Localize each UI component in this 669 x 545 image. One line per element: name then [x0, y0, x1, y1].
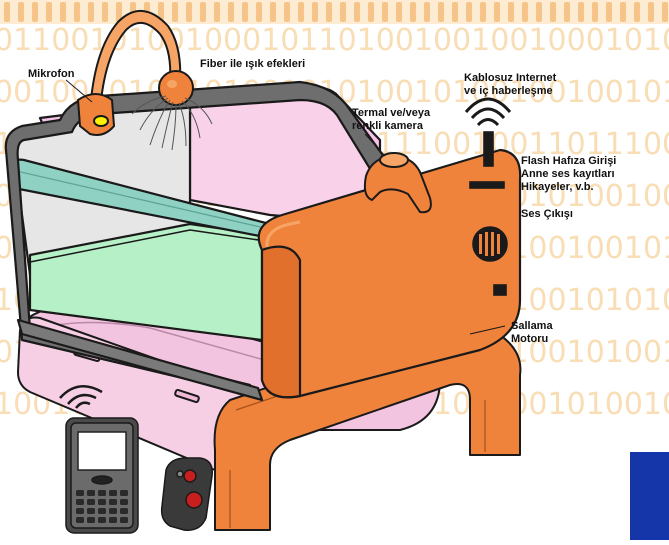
fiber-strands — [131, 95, 213, 151]
wifi-signal-icon — [464, 97, 512, 127]
flash-memory-label: Flash Hafıza Girişi Anne ses kayıtları H… — [521, 155, 617, 193]
microphone-arm — [76, 9, 194, 136]
speaker-grille — [472, 226, 508, 262]
thermal-camera — [363, 152, 432, 214]
fiber-light-head — [158, 70, 194, 106]
front-panel-details — [469, 131, 508, 296]
smartphone-icon — [65, 417, 139, 534]
cradle-basket — [4, 80, 522, 402]
speaker-label: Ses Çıkışı — [521, 208, 573, 220]
leader-lines — [65, 79, 506, 335]
cradle-base — [17, 302, 522, 531]
camera-label: Termal ve/veya renkli kamera — [352, 107, 431, 132]
fence-strip — [0, 0, 669, 24]
microphone-icon — [76, 93, 116, 136]
motor-indicator — [493, 284, 507, 296]
wireless-label: Kablosuz Internet ve iç haberleşme — [464, 72, 557, 97]
flash-slot — [469, 181, 505, 189]
motor-label: Sallama Motoru — [511, 320, 553, 345]
remote-control-icon — [160, 457, 213, 531]
blue-corner-block — [630, 452, 669, 540]
fiber-light-label: Fiber ile ışık efekleri — [200, 58, 306, 70]
antenna — [483, 131, 494, 167]
phone-signal-icon — [59, 385, 103, 409]
microphone-label: Mikrofon — [28, 68, 75, 80]
